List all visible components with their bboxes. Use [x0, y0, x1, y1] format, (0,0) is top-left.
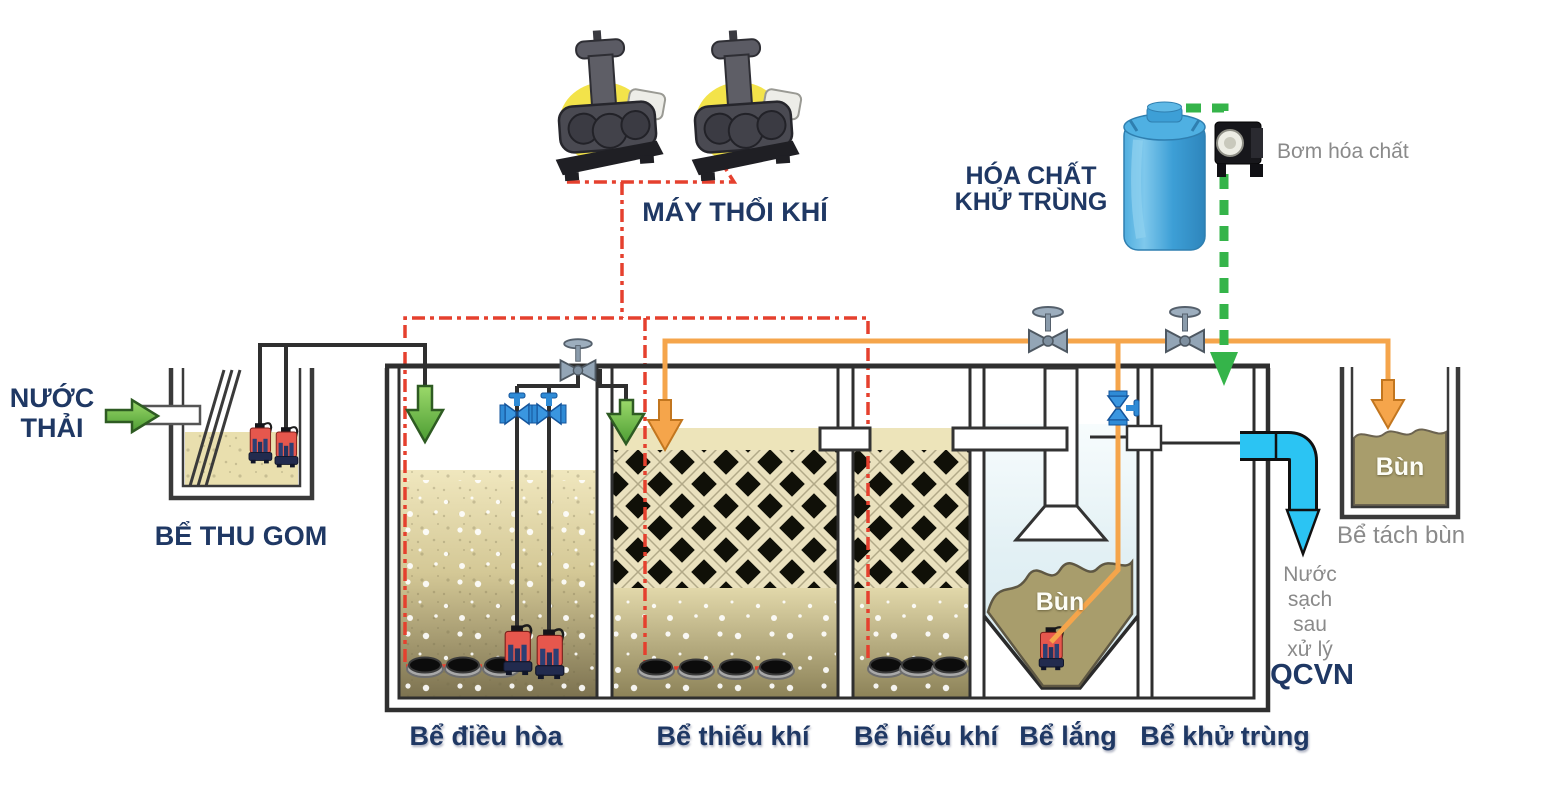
- anoxic-tank-label: Bể thiếu khí: [656, 721, 810, 751]
- equalization-tank-water: [399, 470, 597, 698]
- air-blower-2: [681, 24, 809, 183]
- flow-arrows-green: [404, 384, 647, 447]
- chemical-dosing-line: [1186, 103, 1238, 386]
- anoxic-media-mesh: [612, 450, 838, 588]
- treated-water-label-line3: sau: [1293, 613, 1327, 636]
- collection-tank: [140, 368, 315, 501]
- effluent-weir-box: [1125, 424, 1163, 452]
- effluent-arrow: [1285, 508, 1321, 558]
- treated-water-label-line2: sạch: [1287, 588, 1333, 611]
- treated-water-label-line1: Nước: [1283, 563, 1337, 586]
- chemical-dosing-arrow: [1210, 352, 1238, 386]
- equalization-tank-label: Bể điều hòa: [409, 721, 563, 751]
- recirc-gate-valve-1: [1028, 306, 1068, 353]
- feed-well-skirt: [1012, 504, 1110, 542]
- blower-label: MÁY THỔI KHÍ: [642, 197, 828, 227]
- aerobic-media-mesh: [853, 450, 970, 588]
- influent-label-line1: NƯỚC: [9, 383, 95, 413]
- collection-pump-2: [273, 426, 299, 469]
- sludge-tank-sludge-label: Bùn: [1375, 453, 1425, 481]
- sludge-line-valve: [1107, 390, 1140, 426]
- chemical-label-line1: HÓA CHẤT: [965, 162, 1097, 190]
- collection-pump-1: [247, 422, 273, 465]
- main-tank-walls: [384, 363, 1271, 713]
- influent-label-line2: THẢI: [20, 413, 84, 443]
- equalization-pump-1: [502, 624, 534, 677]
- aerobic-tank-water: [853, 428, 970, 698]
- diffuser: [444, 656, 482, 678]
- diffuser: [406, 656, 444, 678]
- bar-screen: [188, 369, 242, 487]
- effluent-standard-label: QCVN: [1270, 659, 1354, 691]
- settling-sludge-label: Bùn: [1035, 588, 1085, 616]
- influent-arrow: [104, 397, 161, 435]
- equalization-pump-2: [534, 628, 566, 681]
- air-blower-1: [545, 24, 673, 183]
- anoxic-recirc-arrow: [646, 399, 684, 453]
- aerobic-tank-label: Bể hiếu khí: [853, 721, 999, 751]
- recirc-gate-valve-2: [1165, 306, 1205, 353]
- treated-water-label-line4: xử lý: [1287, 638, 1333, 661]
- effluent-pipe: [1240, 431, 1321, 558]
- hopper-floor: [982, 614, 1140, 690]
- sludge-separation-tank: [1339, 367, 1461, 520]
- sludge-tank-content: [1353, 428, 1447, 506]
- chemical-tank: [1123, 101, 1206, 251]
- sludge-tank-arrow: [1370, 379, 1406, 431]
- collection-tank-label: BỂ THU GOM: [154, 521, 328, 551]
- disinfection-tank-label: Bể khử trùng: [1140, 721, 1310, 751]
- header-gate-valve: [559, 338, 597, 382]
- anoxic-tank-water: [612, 428, 838, 698]
- anoxic-aerobic-weir: [818, 426, 872, 452]
- aerobic-diffusers: [867, 656, 969, 678]
- inlet-launder: [951, 426, 1069, 452]
- chemical-label-line2: KHỬ TRÙNG: [954, 188, 1108, 216]
- equalization-inlet-arrow: [404, 384, 446, 445]
- chemical-pump-label: Bơm hóa chất: [1277, 140, 1409, 163]
- anoxic-inlet-arrow: [605, 398, 647, 447]
- chemical-pump: [1214, 121, 1263, 177]
- sludge-separation-tank-label: Bể tách bùn: [1336, 522, 1466, 549]
- settling-tank-label: Bể lắng: [1019, 721, 1117, 751]
